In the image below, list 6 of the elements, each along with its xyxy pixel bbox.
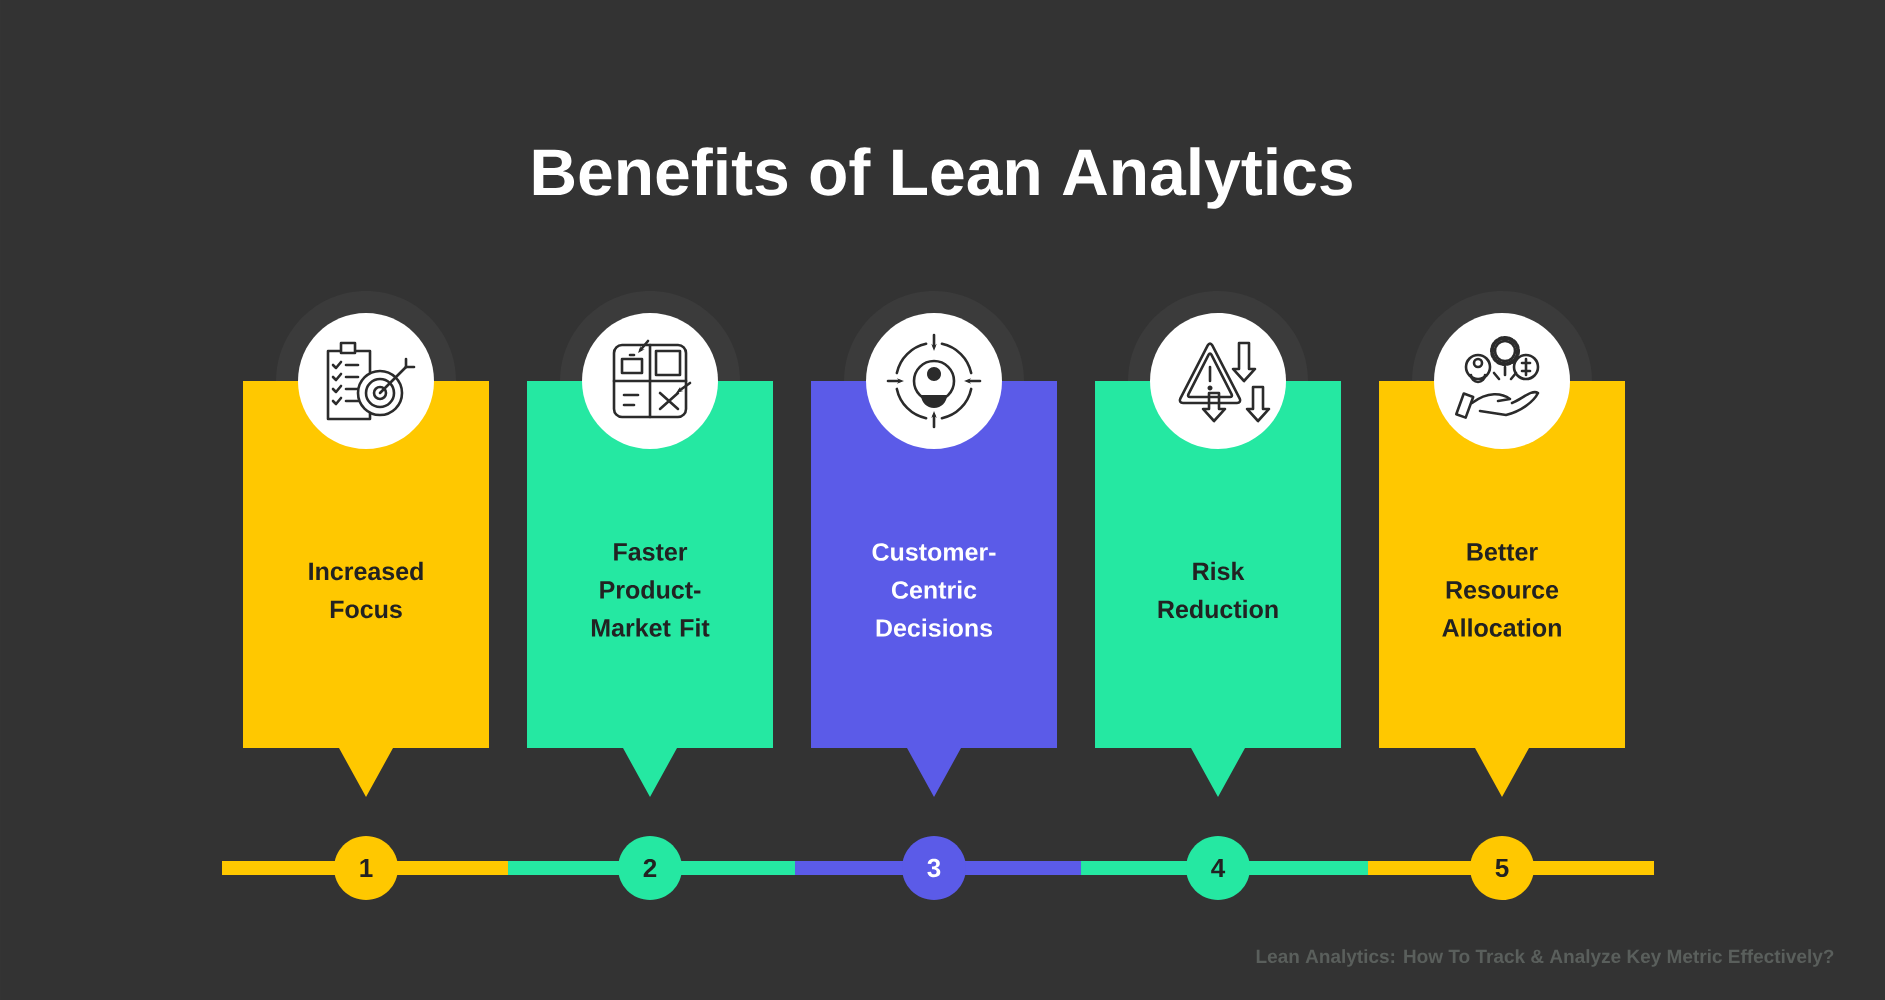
benefit-card: Customer-Centric Decisions [811,381,1057,797]
benefit-card: Risk Reduction [1095,381,1341,797]
title: Benefits of Lean Analytics [533,147,1352,209]
benefit-card: Better Resource Allocation [1379,381,1625,797]
benefit-card: Increased Focus [243,381,489,797]
benefit-card: Faster Product-Market Fit [527,381,773,797]
